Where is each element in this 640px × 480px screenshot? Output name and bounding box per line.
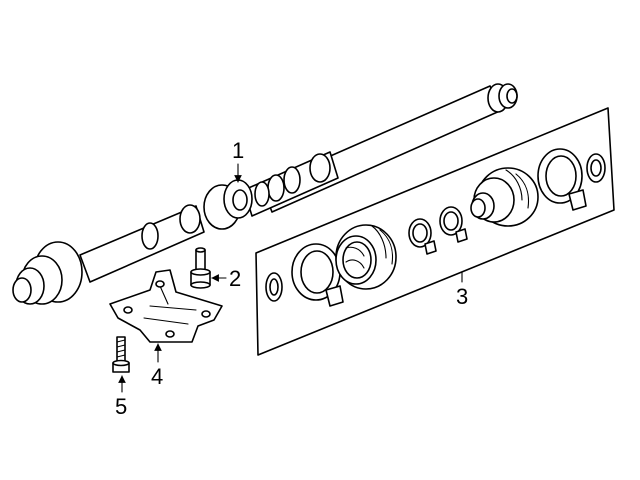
washer-left	[265, 272, 283, 302]
bolt-5	[112, 336, 130, 373]
center-support-bearing	[203, 179, 253, 230]
callout-4: 4	[151, 364, 163, 389]
clamp-large-right	[537, 148, 587, 211]
leader-lines	[118, 163, 463, 393]
boot-left	[335, 224, 397, 290]
clamp-small-2	[439, 206, 468, 243]
drive-shaft	[12, 83, 518, 305]
clamp-small-1	[408, 218, 437, 255]
callout-1: 1	[232, 138, 244, 163]
washer-right	[586, 153, 606, 183]
callout-2: 2	[229, 266, 241, 291]
callout-3: 3	[456, 284, 468, 309]
front-flange	[12, 241, 83, 305]
callout-5: 5	[115, 394, 127, 419]
bolt-2	[190, 247, 211, 289]
boot-kit-panel	[255, 107, 615, 356]
support-bracket	[109, 269, 223, 343]
boot-right	[470, 167, 539, 227]
